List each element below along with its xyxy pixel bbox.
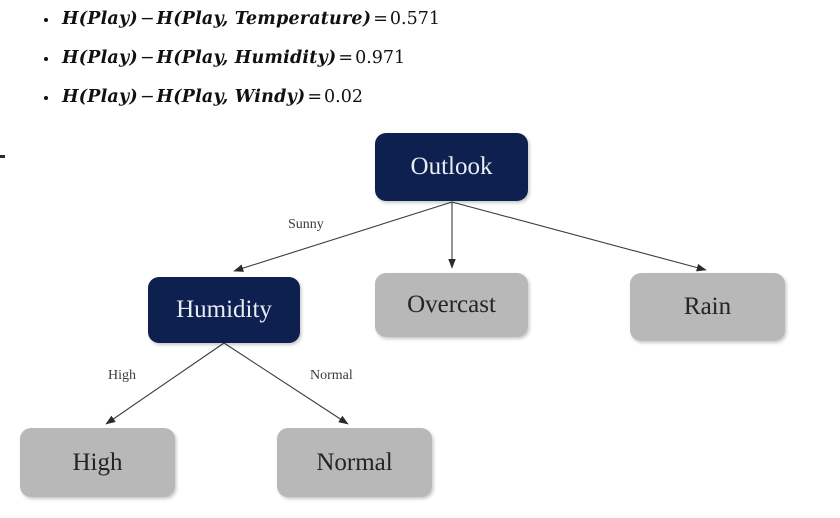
formula-rhs-function: H bbox=[156, 48, 174, 68]
bullet-icon bbox=[44, 17, 48, 22]
edge-label-sunny: Sunny bbox=[288, 217, 324, 232]
tree-node-high[interactable]: High bbox=[20, 428, 175, 497]
formula-lhs-argument: (Play) bbox=[78, 48, 138, 68]
formula-value: 0.971 bbox=[355, 48, 406, 68]
tree-node-normal[interactable]: Normal bbox=[277, 428, 432, 497]
formula-math-humidity: H(Play)−H(Play, Humidity)=0.971 bbox=[62, 48, 405, 68]
formula-value: 0.02 bbox=[324, 87, 363, 107]
formula-lhs-function: H bbox=[62, 87, 79, 107]
formula-minus-operator: − bbox=[139, 48, 155, 68]
formula-math-temperature: H(Play)−H(Play, Temperature)=0.571 bbox=[62, 9, 440, 29]
formula-lhs-function: H bbox=[62, 9, 79, 29]
edge-outlook-rain bbox=[451, 201, 707, 272]
edge-label-high: High bbox=[108, 368, 136, 383]
formula-rhs-function: H bbox=[156, 87, 174, 107]
formula-equals-operator: = bbox=[307, 87, 323, 107]
edge-label-normal: Normal bbox=[310, 368, 353, 383]
formula-item-humidity: H(Play)−H(Play, Humidity)=0.971 bbox=[0, 39, 840, 78]
formula-minus-operator: − bbox=[139, 87, 155, 107]
edge-outlook-humidity bbox=[233, 201, 453, 272]
tree-node-outlook[interactable]: Outlook bbox=[375, 133, 528, 201]
formula-math-windy: H(Play)−H(Play, Windy)=0.02 bbox=[62, 87, 363, 107]
tree-node-label: Overcast bbox=[407, 291, 496, 318]
formula-value: 0.571 bbox=[389, 9, 440, 29]
formula-rhs-argument: (Play, Temperature) bbox=[173, 9, 372, 29]
formula-item-temperature: H(Play)−H(Play, Temperature)=0.571 bbox=[0, 0, 840, 39]
formula-rhs-function: H bbox=[156, 9, 174, 29]
formula-equals-operator: = bbox=[373, 9, 388, 29]
bullet-icon bbox=[44, 56, 48, 61]
tree-node-label: Outlook bbox=[410, 153, 493, 180]
page-edge-artifact bbox=[0, 155, 5, 158]
tree-node-humidity[interactable]: Humidity bbox=[148, 277, 300, 343]
formula-item-windy: H(Play)−H(Play, Windy)=0.02 bbox=[0, 78, 840, 117]
formula-list: H(Play)−H(Play, Temperature)=0.571 H(Pla… bbox=[0, 0, 840, 117]
tree-node-rain[interactable]: Rain bbox=[630, 273, 785, 341]
formula-equals-operator: = bbox=[338, 48, 354, 68]
tree-node-overcast[interactable]: Overcast bbox=[375, 273, 528, 337]
bullet-icon bbox=[44, 95, 48, 100]
formula-rhs-argument: (Play, Humidity) bbox=[173, 48, 337, 68]
tree-node-label: Rain bbox=[683, 293, 732, 320]
formula-lhs-argument: (Play) bbox=[78, 9, 138, 29]
formula-lhs-function: H bbox=[62, 48, 79, 68]
tree-node-label: Humidity bbox=[176, 296, 272, 323]
formula-lhs-argument: (Play) bbox=[78, 87, 138, 107]
formula-rhs-argument: (Play, Windy) bbox=[173, 87, 306, 107]
formula-minus-operator: − bbox=[139, 9, 155, 29]
tree-node-label: Normal bbox=[316, 448, 393, 476]
tree-node-label: High bbox=[72, 448, 123, 476]
